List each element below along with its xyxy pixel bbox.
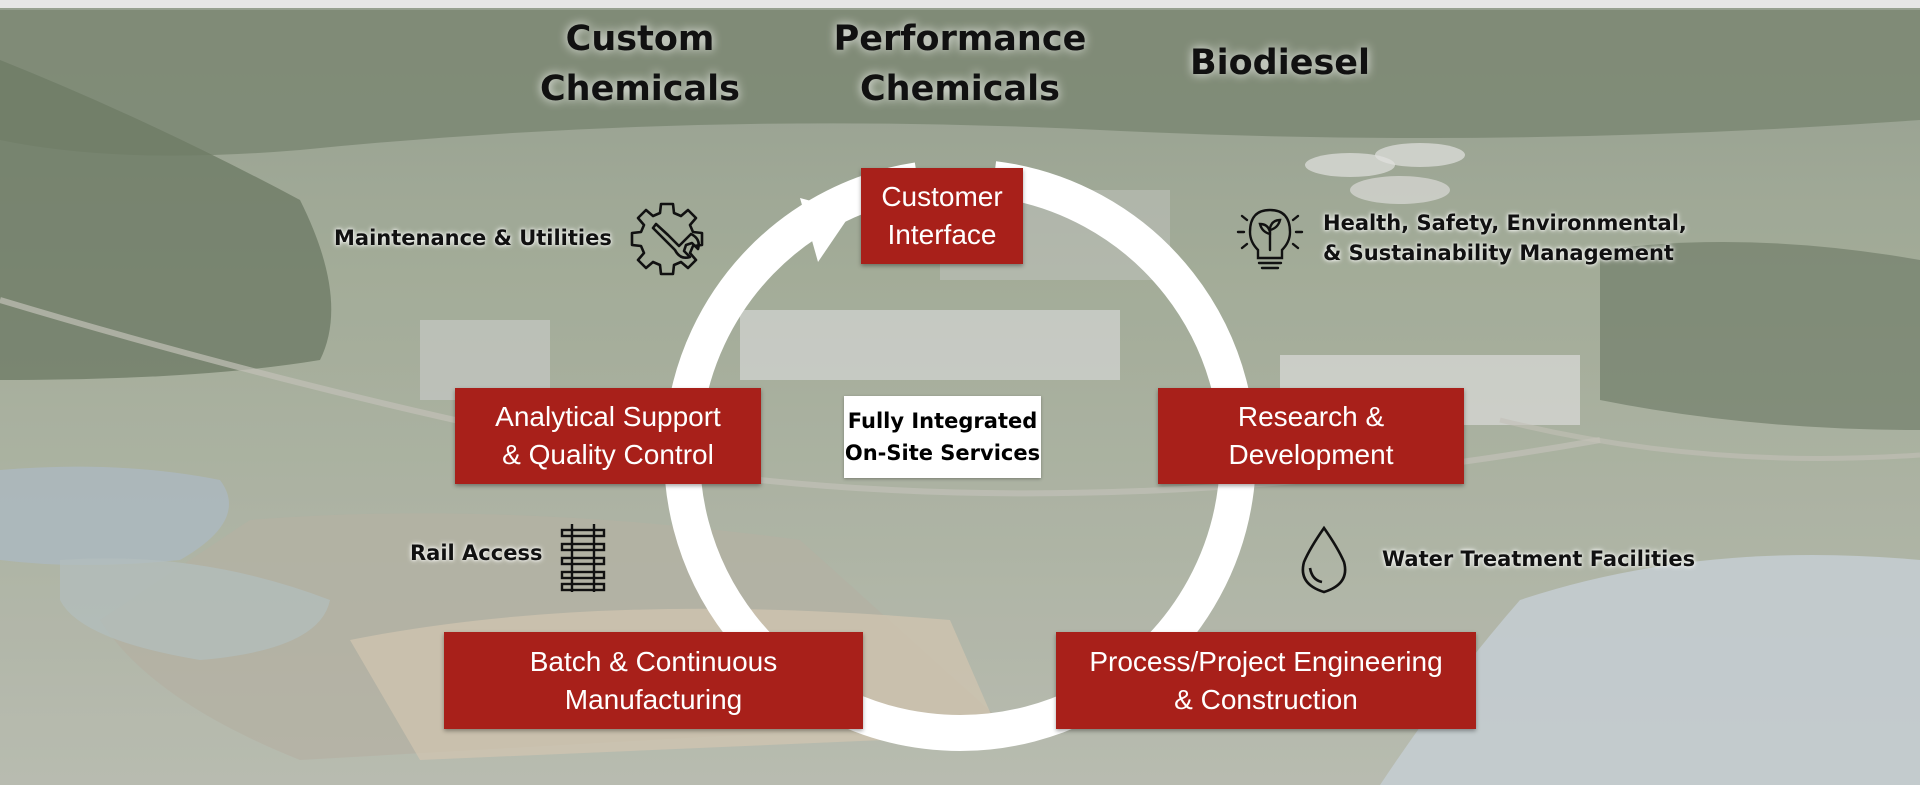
analytical-line2: & Quality Control: [502, 439, 714, 470]
center-integrated-services: Fully Integrated On-Site Services: [844, 396, 1041, 478]
railroad-track-icon: [560, 524, 606, 592]
wrench-gear-icon: [630, 202, 704, 276]
box-customer-interface: Customer Interface: [861, 168, 1023, 264]
batch-line2: Manufacturing: [564, 683, 743, 715]
rail-label: Rail Access: [410, 541, 543, 565]
header-custom-chemicals: Custom Chemicals: [520, 14, 760, 114]
center-line1: Fully Integrated: [847, 409, 1038, 433]
customer-interface-line2: Interface: [887, 219, 997, 250]
hse-line1: Health, Safety, Environmental,: [1323, 211, 1687, 235]
box-process-engineering: Process/Project Engineering & Constructi…: [1056, 632, 1476, 729]
process-line2: & Construction: [1174, 683, 1358, 715]
box-batch-manufacturing: Batch & Continuous Manufacturing: [444, 632, 863, 729]
header-custom-line2: Chemicals: [539, 69, 740, 109]
lightbulb-leaf-icon: [1236, 208, 1304, 270]
box-research-development: Research & Development: [1158, 388, 1464, 484]
header-performance-chemicals: Performance Chemicals: [820, 14, 1100, 114]
maintenance-label: Maintenance & Utilities: [334, 226, 612, 250]
water-drop-icon: [1301, 525, 1347, 594]
hse-label: Health, Safety, Environmental, & Sustain…: [1323, 208, 1687, 268]
hse-line2: & Sustainability Management: [1323, 241, 1674, 265]
box-analytical-support: Analytical Support & Quality Control: [455, 388, 761, 484]
batch-line1: Batch & Continuous: [529, 645, 778, 677]
research-line1: Research &: [1237, 401, 1385, 432]
research-line2: Development: [1228, 439, 1394, 470]
cycle-arrowhead: [800, 198, 852, 262]
header-performance-line1: Performance: [833, 19, 1087, 59]
header-custom-line1: Custom: [565, 19, 715, 59]
water-label: Water Treatment Facilities: [1382, 547, 1696, 571]
header-biodiesel: Biodiesel: [1180, 38, 1380, 88]
analytical-line1: Analytical Support: [495, 401, 721, 432]
center-line2: On-Site Services: [844, 441, 1041, 465]
header-performance-line2: Chemicals: [859, 69, 1060, 109]
header-biodiesel-label: Biodiesel: [1189, 43, 1371, 83]
customer-interface-line1: Customer: [881, 181, 1003, 212]
process-line1: Process/Project Engineering: [1089, 645, 1443, 677]
